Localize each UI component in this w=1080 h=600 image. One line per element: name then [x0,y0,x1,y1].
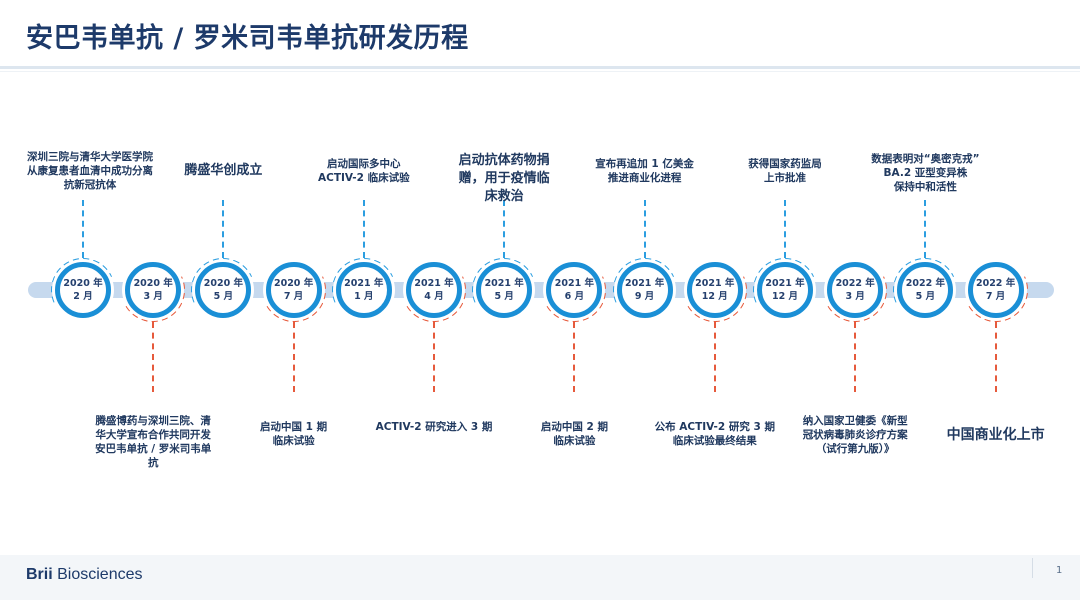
milestone-connector-1 [82,200,84,258]
milestone-month: 12 月 [771,291,799,302]
milestone-label-6: ACTIV-2 研究进入 3 期 [375,421,493,433]
milestone-circle-13: 2022 年 5 月 [897,262,954,318]
milestone-month: 4 月 [424,291,444,302]
milestone-circle-10: 2021 年 12 月 [686,262,743,318]
milestone-label-9: 宣布再追加 1 亿美金 推进商业化进程 [595,158,694,184]
milestone-month: 7 月 [985,291,1006,302]
milestone-circle-2: 2020 年 3 月 [125,262,182,318]
milestone-label-5: 启动国际多中心 ACTIV-2 临床试验 [318,158,410,184]
milestone-month: 12 月 [701,291,728,302]
page-title: 安巴韦单抗 / 罗米司韦单抗研发历程 [26,23,469,54]
milestone-circle-4: 2020 年 7 月 [265,262,322,318]
milestone-year: 2020 年 [203,278,244,289]
title-divider-thin [0,71,1080,72]
milestone-label-1: 深圳三院与清华大学医学院 从康复患者血清中成功分离 抗新冠抗体 [27,151,153,191]
title-divider [0,66,1080,69]
milestone-connector-2 [152,322,155,392]
milestone-label-7: 启动抗体药物捐 赠，用于疫情临 床救治 [458,153,550,204]
milestone-connector-14 [994,322,997,392]
milestone-year: 2020 年 [63,278,103,289]
milestone-connector-10 [713,322,716,392]
milestone-circle-12: 2022 年 3 月 [827,262,884,318]
page-number-divider [1032,558,1033,578]
milestone-label-13: 数据表明对“奥密克戎” BA.2 亚型变异株 保持中和活性 [871,153,980,193]
milestone-label-12: 纳入国家卫健委《新型 冠状病毒肺炎诊疗方案 （试行第九版）》 [802,415,908,455]
milestone-circle-8: 2021 年 6 月 [546,262,603,318]
milestone-connector-12 [854,322,857,392]
milestone-connector-13 [924,200,927,258]
milestone-month: 9 月 [634,291,655,302]
footer [0,555,1080,600]
milestone-year: 2021 年 [484,278,524,289]
milestone-year: 2022 年 [905,278,946,289]
milestone-circle-5: 2021 年 1 月 [335,262,392,318]
milestone-month: 3 月 [845,291,865,302]
milestone-label-2: 腾盛博药与深圳三院、清 华大学宣布合作共同开发 安巴韦单抗 / 罗米司韦单 抗 [95,415,212,469]
milestone-connector-11 [784,200,786,258]
milestone-circle-3: 2020 年 5 月 [195,262,252,318]
milestone-connector-4 [292,322,295,392]
milestone-circle-6: 2021 年 4 月 [406,262,462,318]
milestone-month: 1 月 [354,291,374,302]
milestone-label-10: 公布 ACTIV-2 研究 3 期 临床试验最终结果 [654,421,775,447]
milestone-circle-7: 2021 年 5 月 [476,262,533,318]
milestone-connector-6 [433,322,435,392]
brii-logo: Brii Biosciences [26,566,143,584]
page-number: 1 [1056,565,1063,576]
milestone-year: 2022 年 [835,278,875,289]
milestone-year: 2021 年 [554,278,595,289]
milestone-circle-14: 2022 年 7 月 [967,262,1024,318]
milestone-month: 5 月 [915,291,936,302]
milestone-label-3: 腾盛华创成立 [184,163,263,178]
milestone-month: 6 月 [564,291,585,302]
milestone-year: 2021 年 [695,278,735,289]
milestone-year: 2021 年 [414,278,454,289]
milestone-month: 5 月 [494,291,514,302]
milestone-month: 7 月 [283,291,304,302]
milestone-connector-5 [362,200,365,258]
milestone-year: 2021 年 [344,278,384,289]
milestone-connector-9 [643,200,646,258]
milestone-month: 5 月 [213,291,234,302]
milestone-label-14: 中国商业化上市 [946,427,1045,443]
milestone-label-8: 启动中国 2 期 临床试验 [540,421,608,447]
milestone-year: 2020 年 [273,278,314,289]
milestone-circle-11: 2021 年 12 月 [757,262,813,318]
milestone-circle-9: 2021 年 9 月 [616,262,673,318]
logo-rest-text: Biosciences [52,566,143,583]
milestone-year: 2021 年 [624,278,665,289]
milestone-month: 2 月 [73,291,93,302]
milestone-month: 3 月 [143,291,163,302]
milestone-connector-7 [503,200,506,258]
milestone-year: 2021 年 [765,278,805,289]
milestone-label-4: 启动中国 1 期 临床试验 [260,421,328,447]
milestone-connector-8 [573,322,576,392]
milestone-year: 2020 年 [133,278,173,289]
milestone-label-11: 获得国家药监局 上市批准 [748,158,822,184]
milestone-connector-3 [222,200,225,258]
logo-bold-text: Brii [26,566,53,583]
milestone-circle-1: 2020 年 2 月 [55,262,111,318]
milestone-year: 2022 年 [975,278,1016,289]
